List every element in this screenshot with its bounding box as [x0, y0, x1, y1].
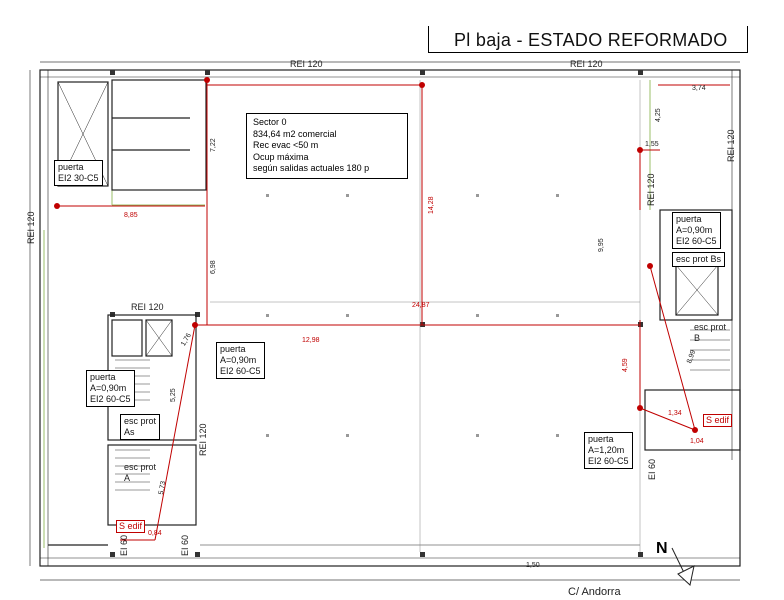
stair-text: esc prot — [694, 322, 727, 332]
dim-label: 3,74 — [692, 85, 706, 92]
wall-label-right-upper: REI 120 — [726, 129, 736, 162]
door-label-elevator: puerta EI2 30-C5 — [54, 160, 103, 186]
dim-label: 12,98 — [302, 337, 320, 344]
dim-label: 1,55 — [645, 141, 659, 148]
ei60-label-left2: EI 60 — [180, 534, 190, 556]
ei60-label-left1: EI 60 — [119, 534, 129, 556]
stair-id: A — [124, 473, 131, 483]
door-rating: EI2 60-C5 — [588, 456, 629, 466]
wall-label-left: REI 120 — [26, 211, 36, 244]
sector-info-box: Sector 0 834,64 m2 comercial Rec evac <5… — [246, 113, 408, 179]
title-frame — [428, 26, 748, 53]
stair-label-a: esc prot A — [124, 462, 156, 484]
door-label-right-lower: puerta A=1,20m EI2 60-C5 — [584, 432, 633, 469]
dim-label: 1,34 — [668, 410, 682, 417]
page-title: Pl baja - ESTADO REFORMADO — [454, 30, 728, 50]
dim-label: 8,85 — [124, 212, 138, 219]
door-text: puerta — [676, 214, 702, 224]
wall-label-right-mid: REI 120 — [646, 173, 656, 206]
dim-label: 14,28 — [428, 196, 435, 214]
stair-text: esc prot — [124, 416, 157, 426]
door-width: A=1,20m — [588, 445, 625, 455]
street-label: C/ Andorra — [568, 586, 621, 598]
stair-text: esc prot — [124, 462, 157, 472]
door-rating: EI2 60-C5 — [90, 394, 131, 404]
wall-label-stair-right: REI 120 — [198, 423, 208, 456]
sector-ocup-title: Ocup máxima — [253, 151, 309, 162]
dim-label: 9,95 — [598, 238, 605, 252]
door-label-center: puerta A=0,90m EI2 60-C5 — [216, 342, 265, 379]
stair-id: As — [124, 427, 135, 437]
door-width: A=0,90m — [676, 225, 713, 235]
wall-label-top-right: REI 120 — [570, 59, 603, 69]
door-text: puerta — [220, 344, 246, 354]
door-label-stair-left: puerta A=0,90m EI2 60-C5 — [86, 370, 135, 407]
dim-label: 4,25 — [655, 108, 662, 122]
stair-label-bs: esc prot Bs — [672, 252, 726, 267]
door-rating: EI2 60-C5 — [220, 366, 261, 376]
dim-label: 24,87 — [412, 302, 430, 309]
stair-id: B — [694, 333, 701, 343]
dim-label: 1,50 — [526, 562, 540, 569]
door-rating: EI2 30-C5 — [58, 173, 99, 183]
stair-label-as: esc prot As — [120, 414, 161, 440]
sector-area: 834,64 m2 comercial — [253, 128, 337, 139]
wall-label-stair-top: REI 120 — [131, 302, 164, 312]
exit-label-right: S edif — [703, 414, 733, 427]
door-rating: EI2 60-C5 — [676, 236, 717, 246]
dim-label: 0,84 — [148, 530, 162, 537]
sector-ocup: según salidas actuales 180 p — [253, 163, 370, 173]
door-width: A=0,90m — [220, 355, 257, 365]
door-text: puerta — [58, 162, 84, 172]
ei60-label-right: EI 60 — [647, 458, 657, 480]
door-text: puerta — [90, 372, 116, 382]
door-width: A=0,90m — [90, 383, 127, 393]
stair-label-b: esc prot B — [694, 322, 726, 344]
dim-label: 4,59 — [622, 358, 629, 372]
dim-label: 7,22 — [210, 138, 217, 152]
door-text: puerta — [588, 434, 614, 444]
north-label: N — [656, 540, 668, 557]
dim-label: 6,98 — [210, 260, 217, 274]
wall-label-top-left: REI 120 — [290, 59, 323, 69]
exit-label-left: S edif — [116, 520, 146, 533]
door-label-right-upper: puerta A=0,90m EI2 60-C5 — [672, 212, 721, 249]
sector-evac: Rec evac <50 m — [253, 140, 319, 150]
dim-label: 5,25 — [170, 388, 177, 402]
dim-label: 1,04 — [690, 438, 704, 445]
sector-name: Sector 0 — [253, 117, 287, 127]
